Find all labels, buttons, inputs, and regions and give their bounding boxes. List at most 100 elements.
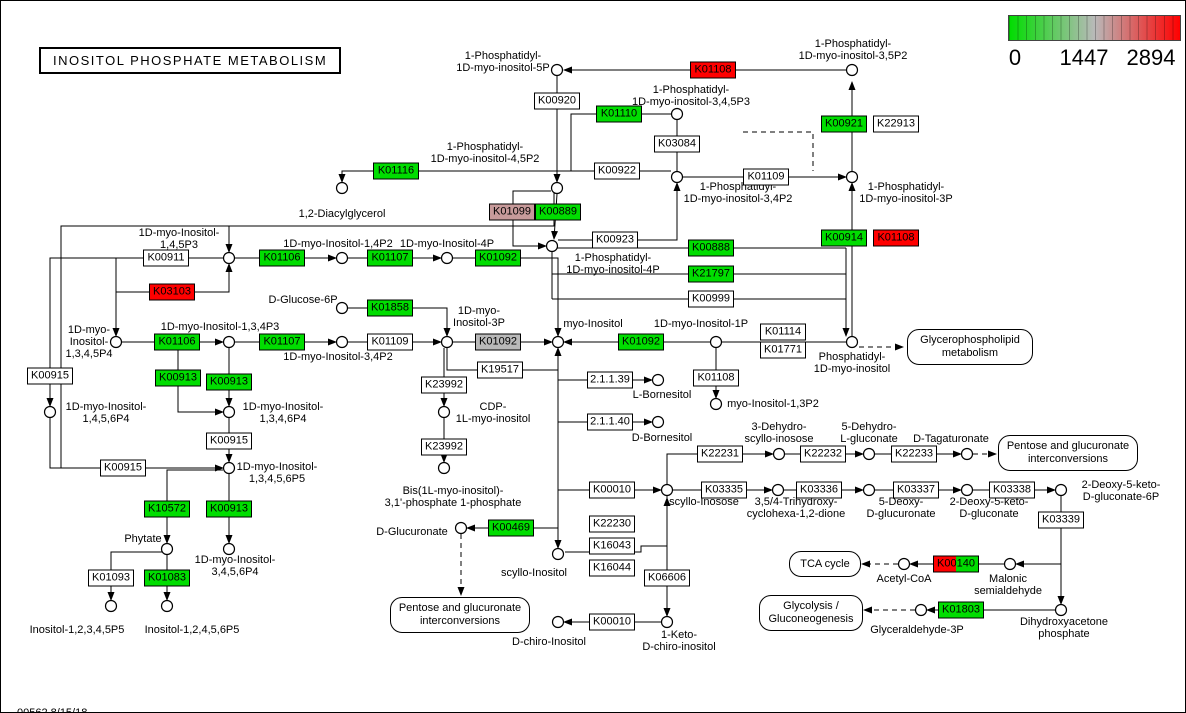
compound-node-d-glucuronate[interactable] <box>454 521 468 535</box>
compound-node-bis-inositol-phosphate[interactable] <box>437 461 451 475</box>
enzyme-box-K03335[interactable]: K03335 <box>701 481 747 499</box>
pathway-map-link-glycerophospholipid-metabolism[interactable]: Glycerophospholipid metabolism <box>907 329 1033 365</box>
compound-node-myo-inositol[interactable] <box>551 335 565 349</box>
compound-node-d-tagaturonate[interactable] <box>960 447 974 461</box>
compound-node-cdp-inositol[interactable] <box>437 405 451 419</box>
enzyme-box-K00914[interactable]: K00914 <box>821 229 867 247</box>
compound-node-d-chiro-inositol[interactable] <box>551 615 565 629</box>
compound-node-keto-d-chiro-inositol[interactable] <box>660 615 674 629</box>
compound-node-trihydroxy-cyclohexadione[interactable] <box>771 483 785 497</box>
compound-node-dehydro-scyllo-inosose[interactable] <box>772 447 786 461</box>
compound-node-ins-1-4-5-6p4[interactable] <box>43 405 57 419</box>
enzyme-box-K03084[interactable]: K03084 <box>654 135 700 153</box>
compound-node-dehydro-l-gluconate[interactable] <box>862 447 876 461</box>
enzyme-box-K22913[interactable]: K22913 <box>873 115 919 133</box>
enzyme-box-K01093[interactable]: K01093 <box>88 569 134 587</box>
enzyme-box-K03337[interactable]: K03337 <box>893 481 939 499</box>
enzyme-box-K22233[interactable]: K22233 <box>891 445 937 463</box>
compound-node-ins-1-4p2[interactable] <box>335 251 349 265</box>
enzyme-box-K00010[interactable]: K00010 <box>589 613 635 631</box>
pathway-map-link-tca-cycle[interactable]: TCA cycle <box>789 551 861 577</box>
enzyme-box-K03338[interactable]: K03338 <box>989 481 1035 499</box>
enzyme-box-K06606[interactable]: K06606 <box>644 569 690 587</box>
compound-node-phytate[interactable] <box>160 542 174 556</box>
enzyme-box-K23992[interactable]: K23992 <box>421 438 467 456</box>
enzyme-box-K03103[interactable]: K03103 <box>149 283 195 301</box>
enzyme-box-K00915[interactable]: K00915 <box>206 432 252 450</box>
enzyme-box-K00889[interactable]: K00889 <box>535 203 581 221</box>
enzyme-box-K00915[interactable]: K00915 <box>100 459 146 477</box>
enzyme-box-K16043[interactable]: K16043 <box>589 537 635 555</box>
enzyme-box-K01109[interactable]: K01109 <box>367 333 413 351</box>
enzyme-box-K22232[interactable]: K22232 <box>800 445 846 463</box>
compound-node-glyceraldehyde-3p[interactable] <box>914 603 928 617</box>
enzyme-box-K01114[interactable]: K01114 <box>760 323 806 341</box>
compound-node-ins-1-3-4-6p4[interactable] <box>222 405 236 419</box>
enzyme-box-K00888[interactable]: K00888 <box>688 239 734 257</box>
enzyme-box-2.1.1.40[interactable]: 2.1.1.40 <box>587 413 633 431</box>
enzyme-box-K00921[interactable]: K00921 <box>821 115 867 133</box>
enzyme-box-K03339[interactable]: K03339 <box>1038 511 1084 529</box>
enzyme-box-K01099[interactable]: K01099 <box>489 203 535 221</box>
compound-node-pi-3-5p2[interactable] <box>845 63 859 77</box>
compound-node-l-bornesitol[interactable] <box>651 373 665 387</box>
enzyme-box-K01092[interactable]: K01092 <box>618 333 664 351</box>
enzyme-box-K00999[interactable]: K00999 <box>688 290 734 308</box>
enzyme-box-K01803[interactable]: K01803 <box>938 601 984 619</box>
enzyme-box-K00915[interactable]: K00915 <box>27 367 73 385</box>
enzyme-box-K10572[interactable]: K10572 <box>144 500 190 518</box>
enzyme-box-K00913[interactable]: K00913 <box>206 500 252 518</box>
enzyme-box-K01858[interactable]: K01858 <box>367 299 413 317</box>
compound-node-scyllo-inosose[interactable] <box>660 483 674 497</box>
enzyme-box-K01083[interactable]: K01083 <box>144 569 190 587</box>
enzyme-box-K00922[interactable]: K00922 <box>594 162 640 180</box>
enzyme-box-K01771[interactable]: K01771 <box>760 341 806 359</box>
enzyme-box-K00913[interactable]: K00913 <box>155 369 201 387</box>
enzyme-box-2.1.1.39[interactable]: 2.1.1.39 <box>587 371 633 389</box>
compound-node-inositol-1-2-4-5-6p5[interactable] <box>160 599 174 613</box>
pathway-map-link-pentose-glucuronate-interconversions-bottom[interactable]: Pentose and glucuronate interconversions <box>390 597 530 633</box>
enzyme-box-K01092[interactable]: K01092 <box>475 249 521 267</box>
compound-node-pi-3p[interactable] <box>845 170 859 184</box>
compound-node-ins-3p[interactable] <box>440 335 454 349</box>
compound-node-ins-1-3-4-5-6p5[interactable] <box>222 461 236 475</box>
enzyme-box-K19517[interactable]: K19517 <box>477 361 523 379</box>
compound-node-dhap[interactable] <box>1054 603 1068 617</box>
enzyme-box-K01106[interactable]: K01106 <box>154 333 200 351</box>
enzyme-box-K01107[interactable]: K01107 <box>259 333 305 351</box>
enzyme-box-K00140[interactable]: K00140 <box>933 555 979 573</box>
enzyme-box-K03336[interactable]: K03336 <box>796 481 842 499</box>
compound-node-d-glucose-6p[interactable] <box>335 301 349 315</box>
enzyme-box-K01108[interactable]: K01108 <box>873 229 919 247</box>
enzyme-box-K01106[interactable]: K01106 <box>259 249 305 267</box>
enzyme-box-K00010[interactable]: K00010 <box>589 481 635 499</box>
enzyme-box-K00920[interactable]: K00920 <box>534 92 580 110</box>
pathway-map-link-pentose-glucuronate-interconversions-right[interactable]: Pentose and glucuronate interconversions <box>998 435 1138 471</box>
enzyme-box-K16044[interactable]: K16044 <box>589 559 635 577</box>
compound-node-pi-3-4-5p3[interactable] <box>670 107 684 121</box>
compound-node-ins-3-4p2[interactable] <box>335 335 349 349</box>
enzyme-box-K00469[interactable]: K00469 <box>488 519 534 537</box>
compound-node-inositol-1-2-3-4-5p5[interactable] <box>104 599 118 613</box>
compound-node-diacylglycerol[interactable] <box>335 181 349 195</box>
enzyme-box-K00913[interactable]: K00913 <box>206 373 252 391</box>
compound-node-d-bornesitol[interactable] <box>651 415 665 429</box>
enzyme-box-K01108[interactable]: K01108 <box>693 369 739 387</box>
enzyme-box-K22230[interactable]: K22230 <box>589 515 635 533</box>
pathway-map-link-glycolysis-gluconeogenesis[interactable]: Glycolysis / Gluconeogenesis <box>759 595 863 631</box>
compound-node-deoxy-keto-d-gluconate-6p[interactable] <box>1054 483 1068 497</box>
compound-node-acetyl-coa[interactable] <box>897 557 911 571</box>
compound-node-deoxy-keto-d-gluconate[interactable] <box>960 483 974 497</box>
compound-node-ins-4p[interactable] <box>440 251 454 265</box>
enzyme-box-K00923[interactable]: K00923 <box>592 231 638 249</box>
compound-node-pi-5p[interactable] <box>550 63 564 77</box>
enzyme-box-K01107[interactable]: K01107 <box>367 249 413 267</box>
compound-node-ins-1-3-4-5p4[interactable] <box>109 335 123 349</box>
compound-node-pi-4p[interactable] <box>545 239 559 253</box>
compound-node-ins-1-3-4p3[interactable] <box>222 335 236 349</box>
enzyme-box-K01109[interactable]: K01109 <box>743 168 789 186</box>
compound-node-ins-3-4-5-6p4[interactable] <box>222 542 236 556</box>
compound-node-ins-1-4-5p3[interactable] <box>222 251 236 265</box>
compound-node-ptd-myo-inositol[interactable] <box>845 335 859 349</box>
compound-node-malonic-semialdehyde[interactable] <box>1003 557 1017 571</box>
